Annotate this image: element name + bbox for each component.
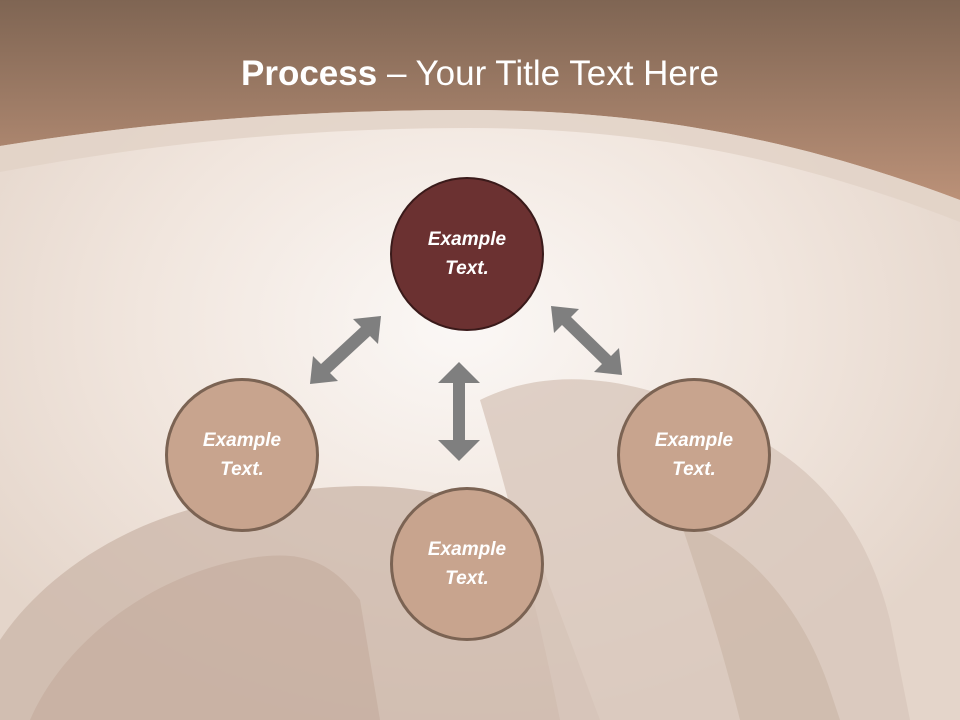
node-label-line2: Text. [445, 258, 489, 279]
node-label-line1: Example [427, 229, 507, 250]
node-label-line2: Text. [220, 459, 264, 480]
node-label-line2: Text. [445, 568, 489, 589]
process-node-bottom[interactable]: Example Text. [390, 487, 544, 641]
node-label-line1: Example [654, 430, 734, 451]
node-label-line2: Text. [672, 459, 716, 480]
process-node-top[interactable]: Example Text. [390, 177, 544, 331]
node-label-line1: Example [427, 539, 507, 560]
process-node-right[interactable]: Example Text. [617, 378, 771, 532]
process-node-left[interactable]: Example Text. [165, 378, 319, 532]
title-rest: – Your Title Text Here [377, 54, 719, 93]
node-label-line1: Example [202, 430, 282, 451]
title-bold: Process [241, 54, 378, 93]
slide-title: Process – Your Title Text Here [0, 52, 960, 96]
